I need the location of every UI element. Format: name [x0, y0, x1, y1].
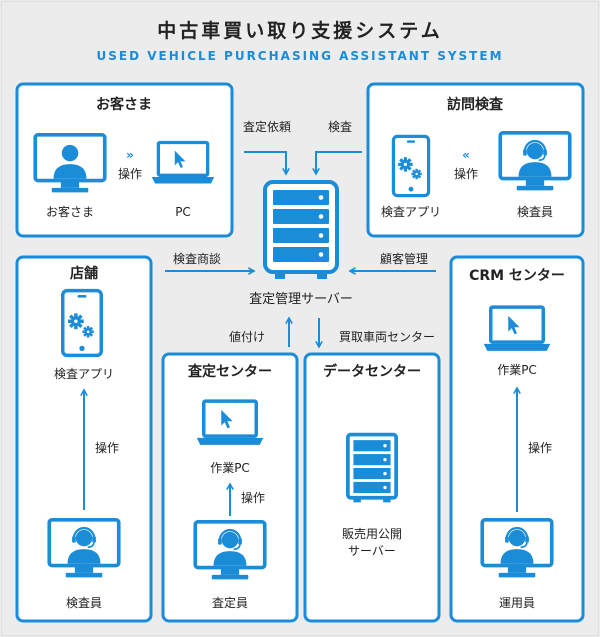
inspect-label: 検査: [328, 120, 352, 134]
visit-tablet-icon: [391, 134, 431, 198]
pricing-arrow: 値付け: [229, 316, 293, 347]
store-inspector-label: 検査員: [66, 596, 102, 610]
visit-box-title: 訪問検査: [447, 96, 504, 113]
datacenter-box: データセンター 販売用公開 サーバー: [303, 352, 441, 623]
pricing-label: 値付け: [229, 329, 265, 344]
purchase-arrow: 買取車両センター: [315, 318, 435, 349]
purchase-label: 買取車両センター: [339, 330, 435, 344]
negotiate-arrow: 検査商談: [165, 251, 256, 275]
public-server-label-1: 販売用公開: [342, 526, 402, 541]
visit-box: 訪問検査 検査アプリ « 操作 検査員: [366, 82, 585, 238]
crm-pc-label: 作業PC: [497, 363, 537, 377]
public-server-label-2: サーバー: [348, 544, 396, 558]
visit-app-label: 検査アプリ: [381, 205, 441, 219]
customer-box-title: お客さま: [96, 96, 152, 113]
visit-op-label: 操作: [454, 166, 478, 181]
public-server-icon: [346, 432, 398, 504]
request-label: 査定依頼: [243, 119, 291, 134]
page-title: 中古車買い取り支援システム: [157, 19, 442, 42]
page-subtitle: USED VEHICLE PURCHASING ASSISTANT SYSTEM: [96, 49, 503, 63]
customer-box: お客さま お客さま » 操作 PC: [15, 82, 234, 238]
appraisal-box: 査定センター 作業PC 操作 査定員: [161, 352, 299, 623]
double-chevron-left-icon: «: [462, 148, 470, 162]
central-server: 査定管理サーバー: [249, 180, 353, 307]
visit-inspector-label: 検査員: [517, 205, 553, 219]
inspect-arrow: 検査: [312, 120, 362, 176]
request-arrow: 査定依頼: [243, 119, 291, 176]
crmcenter-box-title: CRM センター: [469, 268, 565, 284]
store-app-label: 検査アプリ: [54, 367, 114, 381]
customer-pc-icon: [150, 140, 216, 186]
crm-operator-label: 運用員: [499, 596, 535, 610]
store-box: 店舗 検査アプリ 操作 検査員: [15, 255, 153, 623]
appraisal-op-label: 操作: [241, 490, 265, 505]
appraisal-box-title: 査定センター: [188, 363, 272, 380]
crm-label: 顧客管理: [380, 251, 428, 266]
double-chevron-right-icon: »: [126, 148, 134, 162]
appraiser-label: 査定員: [212, 595, 248, 610]
negotiate-label: 検査商談: [173, 251, 221, 266]
customer-pc-label: PC: [175, 205, 191, 219]
crmcenter-box: CRM センター 作業PC 操作 運用員: [449, 255, 585, 623]
server-label: 査定管理サーバー: [249, 292, 353, 307]
appraisal-pc-label: 作業PC: [210, 461, 250, 475]
customer-label: お客さま: [46, 204, 94, 219]
store-box-title: 店舗: [70, 265, 98, 282]
store-tablet-icon: [60, 288, 104, 358]
crm-arrow: 顧客管理: [348, 251, 436, 275]
customer-op-label: 操作: [118, 166, 142, 181]
appraisal-pc-icon: [195, 399, 265, 447]
datacenter-box-title: データセンター: [323, 363, 421, 380]
store-op-label: 操作: [95, 440, 119, 455]
crm-pc-icon: [482, 305, 552, 353]
crm-op-label: 操作: [528, 440, 552, 455]
server-icon: [263, 180, 339, 280]
